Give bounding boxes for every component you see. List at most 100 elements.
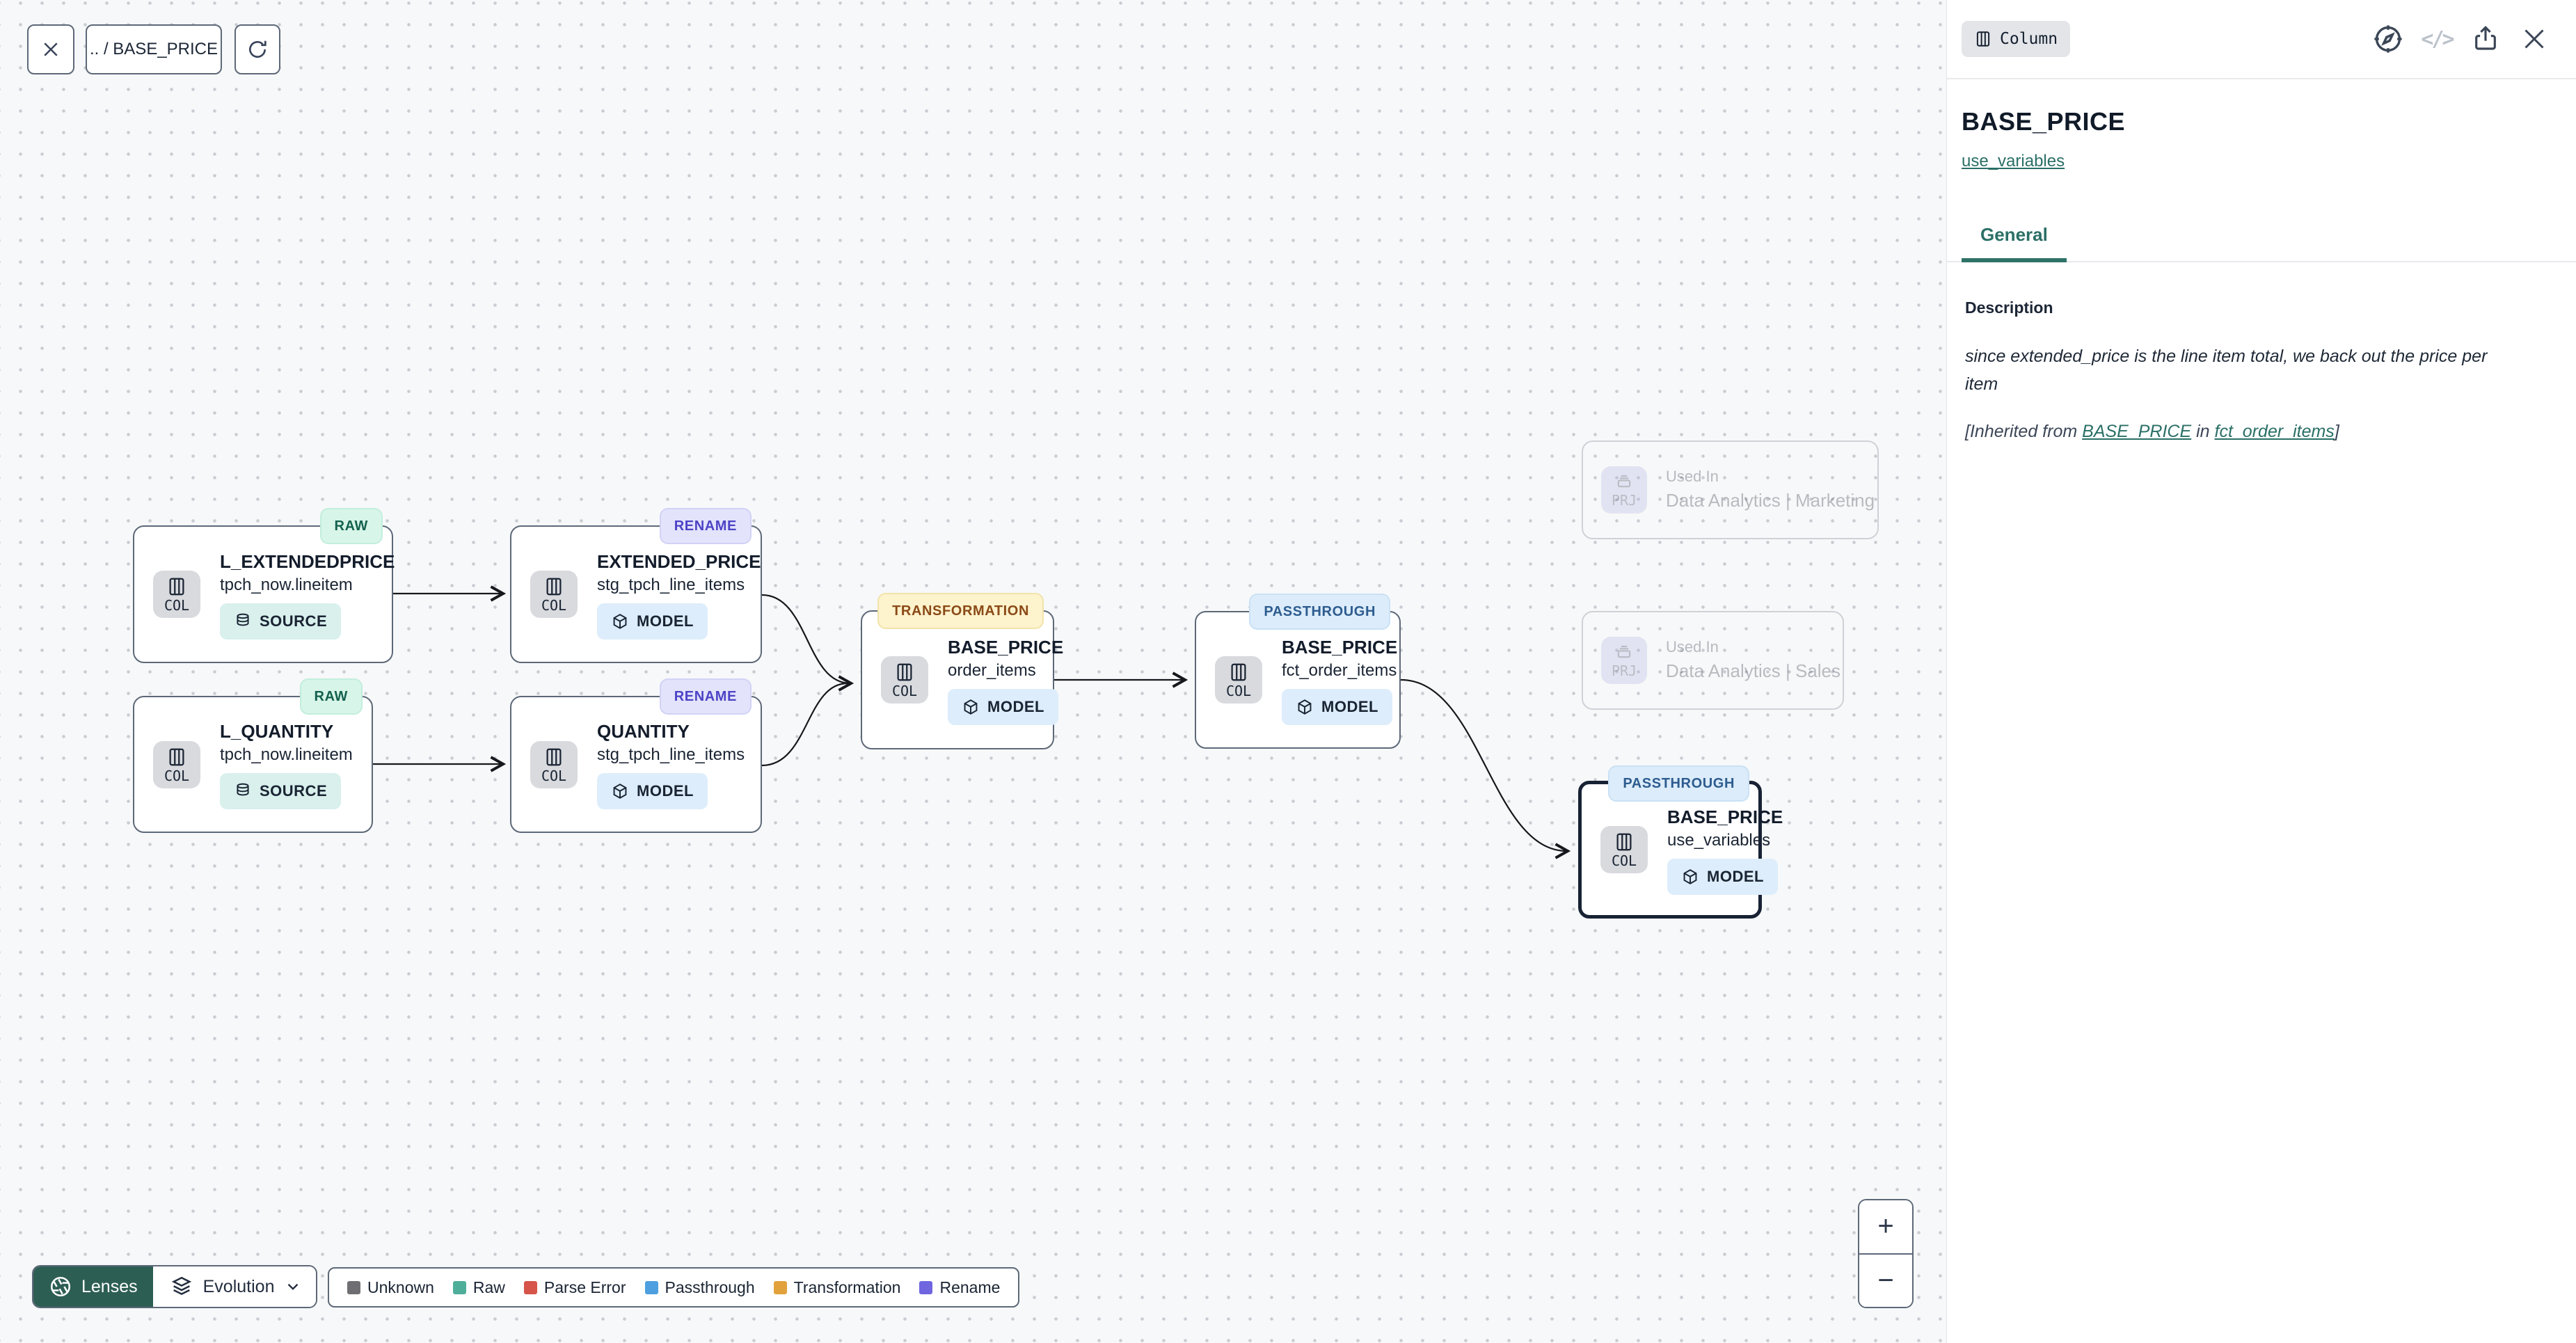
compass-icon [2371,22,2405,56]
column-type-box: COL [1600,826,1648,873]
zoom-out-button[interactable]: − [1859,1254,1912,1307]
column-type-box: COL [1215,656,1262,704]
used-in-project-name: Data Analytics | Marketing [1666,490,1875,511]
share-button[interactable] [2469,22,2502,56]
lens-selected-label: Evolution [202,1276,275,1296]
detail-panel: Column </> [1946,0,2576,1343]
chevron-down-icon [284,1278,302,1296]
model-link[interactable]: use_variables [1962,152,2065,170]
evolution-badge: RENAME [659,678,752,715]
legend-label: Passthrough [665,1278,755,1296]
column-type-box: COL [153,740,200,788]
node-title: L_QUANTITY [220,721,334,742]
refresh-button[interactable] [234,24,280,74]
tab-general[interactable]: General [1962,224,2067,262]
entity-type-badge: Column [1962,21,2071,57]
node-kind-chip: MODEL [597,603,708,639]
lenses-button[interactable]: Lenses [33,1266,153,1307]
node-title: BASE_PRICE [1282,636,1398,658]
node-kind-chip: SOURCE [220,773,342,809]
inherited-suffix: ] [2334,422,2339,441]
panel-actions: </> [2371,22,2551,56]
node-title: QUANTITY [597,721,690,742]
view-code-button[interactable]: </> [2420,22,2454,56]
node-subtitle: stg_tpch_line_items [597,745,745,764]
lens-selector[interactable]: Evolution [152,1266,317,1307]
column-icon [543,576,564,597]
used-in-label: Used In [1666,638,1719,655]
node-kind-label: MODEL [1707,867,1764,885]
legend-swatch [919,1280,933,1294]
legend-item: Passthrough [644,1278,755,1297]
column-type-label: COL [164,597,190,614]
lens-control: Lenses Evolution [32,1265,318,1308]
inherited-model-link[interactable]: fct_order_items [2214,422,2335,441]
close-lineage-button[interactable] [27,24,74,74]
node-title: BASE_PRICE [1667,806,1783,827]
share-icon [2471,24,2500,54]
node-kind-label: MODEL [987,697,1044,715]
column-type-label: COL [1611,852,1637,869]
legend-item: Rename [919,1278,1000,1297]
column-type-label: COL [164,767,190,784]
column-icon [1974,30,1992,48]
node-kind-label: MODEL [1321,697,1378,715]
column-icon [166,747,187,768]
panel-header: Column </> [1947,0,2576,79]
node-kind-label: SOURCE [260,782,328,800]
inherited-middle: in [2191,422,2215,441]
node-title: L_EXTENDEDPRICE [220,550,395,572]
evolution-badge: RAW [299,678,363,715]
project-type-box: PRJ [1601,637,1647,684]
legend-label: Parse Error [543,1278,626,1296]
column-type-box: COL [530,740,578,788]
evolution-badge: RAW [319,508,383,544]
project-icon [1614,471,1634,491]
column-icon [166,576,187,597]
cube-icon [611,782,629,800]
node-subtitle: stg_tpch_line_items [597,575,745,594]
legend-label: Raw [472,1278,505,1296]
evolution-badge: TRANSFORMATION [877,593,1044,629]
page-title: BASE_PRICE [1962,107,2126,136]
legend-label: Rename [939,1278,1001,1296]
inherited-column-link[interactable]: BASE_PRICE [2082,422,2192,441]
breadcrumb[interactable]: .. / BASE_PRICE [86,24,222,74]
close-panel-button[interactable] [2518,22,2551,56]
node-kind-label: SOURCE [260,612,328,630]
aperture-icon [49,1275,72,1298]
explore-lineage-button[interactable] [2371,22,2405,56]
close-icon [40,39,61,60]
legend-item: Transformation [773,1278,901,1297]
project-type-label: PRJ [1611,662,1637,679]
column-icon [894,662,915,683]
evolution-badge: RENAME [659,508,752,544]
legend-label: Transformation [793,1278,901,1296]
column-icon [1228,662,1249,683]
legend-label: Unknown [367,1278,434,1296]
inherited-note: [Inherited from BASE_PRICE in fct_order_… [1965,422,2492,442]
cube-icon [962,698,980,716]
column-icon [1614,832,1635,852]
legend-swatch [452,1280,466,1294]
refresh-icon [246,38,269,61]
description-heading: Description [1965,299,2053,317]
zoom-in-button[interactable]: + [1859,1200,1912,1255]
evolution-badge: PASSTHROUGH [1249,594,1390,630]
legend-item: Unknown [347,1278,434,1297]
node-kind-label: MODEL [637,612,694,630]
node-title: BASE_PRICE [948,636,1064,658]
entity-type-label: Column [2000,30,2058,48]
node-subtitle: use_variables [1667,830,1771,850]
column-icon [543,747,564,768]
